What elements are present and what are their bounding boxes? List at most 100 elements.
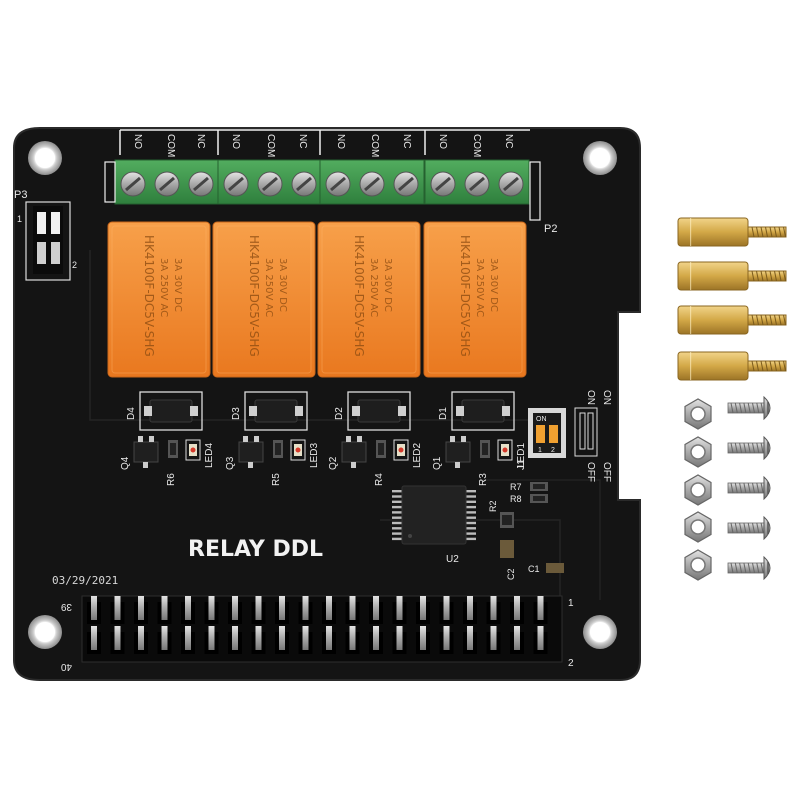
r2-label: R2 [488,500,498,512]
terminal-label: NC [297,134,308,148]
gpio-pin [251,596,266,624]
gpio-pin [439,626,454,654]
terminal-label: COM [369,134,380,157]
gpio-pin [157,626,172,654]
terminal-label: NC [503,134,514,148]
terminal-label: NO [230,134,241,149]
terminal-screw[interactable] [188,171,214,197]
relay-rating-ac: 3A 250V AC [368,258,379,317]
dip-j1-label: J1 [516,459,527,470]
gpio-pin [392,596,407,624]
gpio-pin [439,596,454,624]
gpio-pin [204,596,219,624]
gpio-pin [486,626,501,654]
mounting-hole-top-right [583,141,617,175]
terminal-screw[interactable] [498,171,524,197]
machine-screw [727,515,771,541]
terminal-label-bars [119,129,530,155]
gpio-pin [533,596,548,624]
gpio-pin [392,626,407,654]
terminal-screw[interactable] [257,171,283,197]
led-label: LED2 [412,443,423,468]
resistor-label: R5 [271,473,282,486]
mounting-hole-top-left [28,141,62,175]
diode-label: D1 [438,407,449,420]
resistor-label: R3 [478,473,489,486]
gpio-pin [416,626,430,654]
terminal-screw[interactable] [464,171,490,197]
hex-nut [684,474,712,506]
relay-rating-dc: 3A 30V DC [488,258,499,312]
machine-screw [727,395,771,421]
led-label: LED3 [309,443,320,468]
brass-standoffs [677,217,787,381]
gpio-pin [157,596,172,624]
gpio-pin [181,626,195,654]
gpio-pin-39: 39 [60,601,72,612]
gpio-pin [369,596,383,624]
gpio-pin [110,596,125,624]
gpio-pin [510,596,524,624]
terminal-screw[interactable] [120,171,146,197]
relay-model: HK4100F-DC5V-SHG [142,235,156,357]
ic-u2: U2 [392,485,476,565]
u2-label: U2 [446,554,459,565]
terminal-label: NO [132,134,143,149]
gpio-pin [416,596,430,624]
terminal-screw[interactable] [430,171,456,197]
gpio-pin [486,596,501,624]
terminal-screw[interactable] [223,171,249,197]
hex-nut [684,436,712,468]
gpio-pin [322,626,336,654]
brass-standoff [677,351,787,381]
machine-screw [727,435,771,461]
gpio-pin [463,626,477,654]
terminal-label: COM [165,134,176,157]
brass-standoff [677,217,787,247]
mounting-hole-bottom-left [28,615,62,649]
board-date: 03/29/2021 [52,574,118,587]
gpio-pin [510,626,524,654]
machine-screws [727,395,771,581]
gpio-pin-1: 1 [568,598,574,609]
terminal-screw[interactable] [154,171,180,197]
relay-model: HK4100F-DC5V-SHG [458,235,472,357]
gpio-pin [87,596,101,624]
gpio-pin [134,596,148,624]
switch-on-label-left: ON [585,390,596,405]
hex-nut [684,549,712,581]
switch-on-label-right: ON [601,390,612,405]
terminal-screw[interactable] [325,171,351,197]
dip-switch: ON 1 2 J1 ON OFF ON OFF [516,390,612,482]
terminal-label: NC [195,134,206,148]
relay-rating-dc: 3A 30V DC [382,258,393,312]
p3-pin-1: 1 [17,214,22,224]
switch-off-label-right: OFF [601,462,612,482]
gpio-pin [463,596,477,624]
diode-label: D4 [126,407,137,420]
relay-model: HK4100F-DC5V-SHG [352,235,366,357]
mounting-hole-bottom-right [583,615,617,649]
gpio-header: 39 40 1 2 [60,595,574,672]
resistor-label: R6 [166,473,177,486]
led-label: LED1 [516,443,527,468]
gpio-pin [228,596,242,624]
terminal-screw[interactable] [291,171,317,197]
dip-pos-1: 1 [538,447,542,454]
terminal-screw[interactable] [359,171,385,197]
terminal-screw[interactable] [393,171,419,197]
transistor-label: Q4 [120,456,131,470]
diode-label: D2 [334,407,345,420]
resistor-label: R4 [374,473,385,486]
terminal-label: NO [437,134,448,149]
transistor-label: Q2 [328,456,339,470]
p3-pin-2: 2 [72,260,77,270]
gpio-pin [298,596,313,624]
gpio-pin-40: 40 [60,661,72,672]
led-label: LED4 [204,443,215,468]
